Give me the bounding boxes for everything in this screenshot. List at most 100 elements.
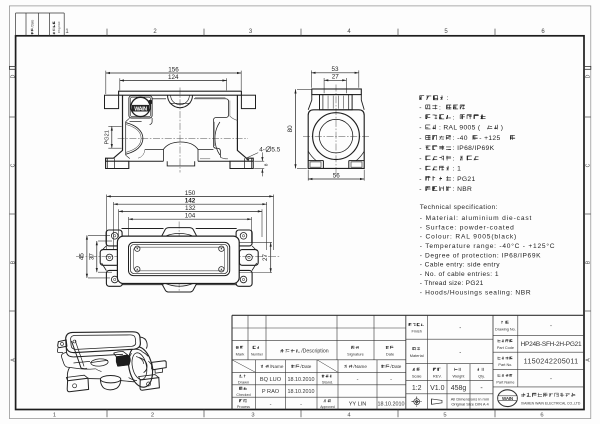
svg-text:- +125: - +125 — [479, 135, 500, 142]
svg-text:156: 156 — [168, 66, 179, 73]
svg-text:REV.: REV. — [433, 374, 442, 379]
svg-text:- Surface: powder-coated: - Surface: powder-coated — [420, 224, 514, 231]
svg-text:): ) — [501, 125, 504, 132]
svg-text:-: - — [419, 166, 422, 173]
svg-text:-: - — [550, 324, 552, 330]
svg-text:: NBR: : NBR — [453, 186, 473, 193]
svg-text:Checked: Checked — [236, 393, 250, 397]
svg-text:- Thread size: PG21: - Thread size: PG21 — [420, 280, 484, 287]
svg-text:150: 150 — [185, 190, 196, 197]
svg-text:- Degree of protection: IP: - Degree of protection: IP68/IP69K — [420, 252, 541, 259]
svg-text:C: C — [10, 163, 16, 167]
svg-text:-: - — [419, 145, 422, 152]
svg-text:- Material: aluminium die-c: - Material: aluminium die-cast — [420, 215, 532, 222]
svg-text:Drawn: Drawn — [238, 379, 249, 384]
svg-text:-: - — [459, 350, 461, 356]
svg-text:PG21: PG21 — [104, 130, 110, 144]
svg-text:: -40: : -40 — [453, 135, 468, 142]
svg-text:- Temperature range: -40°C: - Temperature range: -40°C - +125°C — [420, 242, 555, 250]
svg-text:-: - — [419, 105, 422, 112]
svg-text:-: - — [357, 377, 359, 383]
svg-text:458g: 458g — [451, 385, 467, 392]
svg-text:B: B — [10, 260, 16, 264]
svg-text:1: 1 — [53, 412, 56, 418]
svg-text:124: 124 — [168, 74, 179, 81]
svg-text:BQ LUO: BQ LUO — [260, 377, 282, 383]
svg-text:- Colour: RAL 9005(black): - Colour: RAL 9005(black) — [420, 234, 516, 241]
svg-text:Finish: Finish — [412, 329, 422, 334]
svg-text:Qty.: Qty. — [478, 374, 485, 379]
svg-text:2: 2 — [151, 412, 154, 418]
svg-text:18.10.2010: 18.10.2010 — [378, 402, 405, 408]
svg-text:D: D — [585, 74, 591, 78]
svg-text:YY LIN: YY LIN — [349, 402, 367, 408]
svg-text:-: - — [419, 186, 422, 193]
svg-text:/Name: /Name — [353, 364, 367, 369]
svg-text:6: 6 — [540, 412, 543, 418]
svg-text:104: 104 — [185, 213, 196, 220]
svg-text:-: - — [300, 402, 302, 408]
svg-text:WAIN: WAIN — [134, 106, 147, 112]
svg-text:132: 132 — [185, 205, 196, 212]
svg-text:A: A — [10, 358, 16, 362]
svg-text:: RAL 9005 (: : RAL 9005 ( — [439, 125, 481, 132]
svg-text:Material: Material — [410, 353, 424, 358]
svg-text:-: - — [419, 125, 422, 132]
svg-text:-: - — [419, 176, 422, 183]
svg-text:V1.0: V1.0 — [430, 385, 445, 392]
svg-text:/Description: /Description — [301, 349, 329, 355]
svg-text:18.10.2010: 18.10.2010 — [288, 389, 315, 395]
svg-text::: : — [453, 114, 455, 121]
svg-text:- Hoods/Housings sealing: N: - Hoods/Housings sealing: NBR — [420, 290, 531, 297]
svg-text:-: - — [270, 402, 272, 408]
svg-text:142: 142 — [185, 198, 196, 205]
svg-text:-: - — [390, 377, 392, 383]
svg-text:: PG21: : PG21 — [453, 176, 476, 183]
svg-text:P RAO: P RAO — [262, 389, 280, 395]
svg-text:C: C — [585, 163, 591, 167]
svg-text:18.10.2010: 18.10.2010 — [288, 377, 315, 383]
svg-text:Part No.: Part No. — [498, 363, 512, 367]
svg-text:4-: 4- — [259, 146, 265, 153]
svg-text:56: 56 — [333, 173, 341, 180]
svg-text:-: - — [419, 114, 422, 121]
svg-text:Weight: Weight — [452, 374, 465, 379]
svg-text::: : — [453, 156, 455, 163]
svg-text:-: - — [419, 156, 422, 163]
svg-text:A: A — [585, 358, 591, 362]
svg-text::: : — [439, 105, 441, 112]
svg-text:3: 3 — [251, 412, 254, 418]
svg-text:Stand.: Stand. — [322, 379, 333, 384]
svg-text:D: D — [10, 74, 16, 78]
svg-text:Original Size DIN A 4: Original Size DIN A 4 — [451, 402, 489, 407]
svg-text:Part Name: Part Name — [496, 381, 514, 385]
svg-text:Technical specification:: Technical specification: — [420, 204, 498, 211]
svg-text:Signature: Signature — [347, 351, 364, 356]
svg-text::: : — [447, 95, 449, 102]
svg-text:Process: Process — [237, 405, 250, 409]
svg-text:-: - — [459, 326, 461, 332]
svg-text:80: 80 — [287, 125, 294, 133]
svg-text:/Name: /Name — [270, 364, 284, 369]
svg-text:-: - — [550, 377, 552, 383]
svg-text:- Cable entry: side entry: - Cable entry: side entry — [420, 262, 500, 269]
svg-text:B: B — [585, 260, 591, 264]
svg-text:XIAMEN WAIN ELECTRICAL CO.,LTD: XIAMEN WAIN ELECTRICAL CO.,LTD — [521, 402, 581, 406]
svg-text:Scale: Scale — [412, 374, 422, 379]
svg-text:WAIN: WAIN — [502, 396, 513, 401]
svg-text:5: 5 — [443, 412, 446, 418]
svg-text:1:2: 1:2 — [412, 385, 422, 392]
svg-text:Drawing No.: Drawing No. — [495, 328, 516, 332]
svg-text:/Date: /Date — [300, 364, 311, 369]
svg-text:Approved: Approved — [320, 405, 335, 409]
svg-text:Number: Number — [251, 352, 264, 356]
svg-text:HP24B-SFH-2H-PG21: HP24B-SFH-2H-PG21 — [521, 341, 582, 348]
svg-text:8: 8 — [264, 163, 270, 166]
svg-text:Chg Ord: Chg Ord — [57, 21, 61, 33]
svg-text:/Date: /Date — [390, 364, 401, 369]
svg-text:-: - — [419, 135, 422, 142]
svg-text:Mark: Mark — [236, 351, 245, 356]
svg-text:: IP68/IP69K: : IP68/IP69K — [453, 145, 495, 152]
svg-text:: 1: : 1 — [453, 166, 462, 173]
svg-text:27: 27 — [262, 253, 269, 261]
